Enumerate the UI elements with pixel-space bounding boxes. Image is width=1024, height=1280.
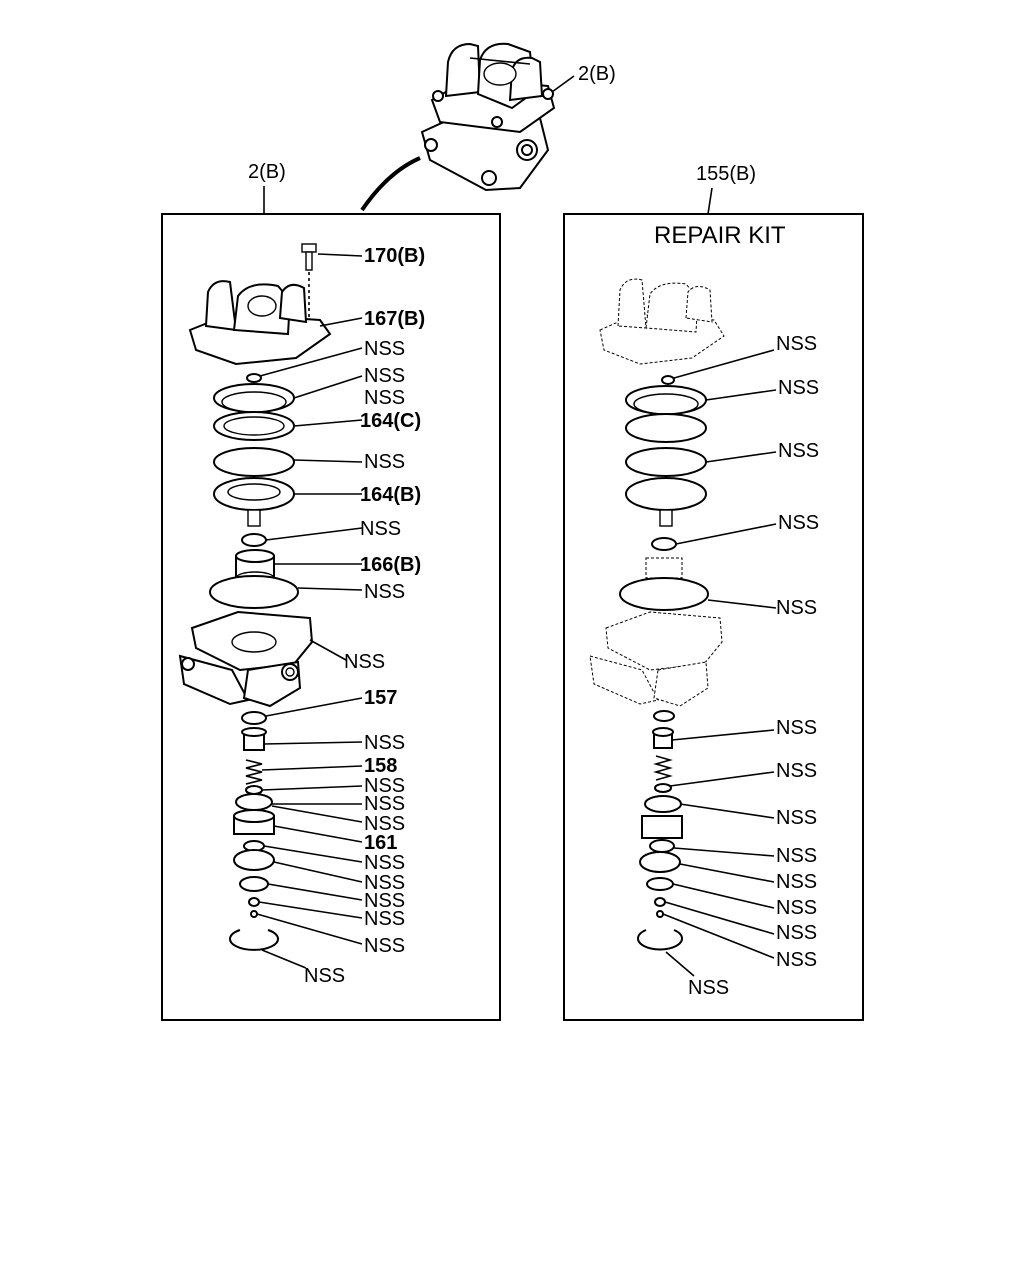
valve-assembly-illustration	[360, 42, 556, 212]
callout-nss: NSS	[776, 949, 817, 971]
callout-nss: NSS	[364, 908, 405, 930]
callout-nss: NSS	[364, 872, 405, 894]
callout-164b: 164(B)	[360, 484, 421, 506]
callout-nss: NSS	[364, 793, 405, 815]
callout-nss: NSS	[778, 440, 819, 462]
callout-nss: NSS	[364, 581, 405, 603]
callout-nss: NSS	[364, 852, 405, 874]
right-callouts: NSS NSS NSS NSS NSS NSS NSS NSS NSS NSS …	[688, 333, 819, 999]
callout-nss: NSS	[364, 813, 405, 835]
callout-158: 158	[364, 755, 397, 777]
repair-kit-title: REPAIR KIT	[654, 222, 786, 249]
callout-nss: NSS	[776, 333, 817, 355]
right-panel-frame	[563, 213, 864, 1021]
callout-nss: NSS	[360, 518, 401, 540]
leader-line	[551, 75, 575, 93]
callout-nss: NSS	[364, 935, 405, 957]
callout-nss: NSS	[776, 897, 817, 919]
assembly-label: 2(B)	[578, 63, 616, 85]
callout-nss: NSS	[776, 760, 817, 782]
callout-nss: NSS	[364, 387, 405, 409]
callout-nss: NSS	[776, 717, 817, 739]
callout-nss: NSS	[776, 597, 817, 619]
callout-nss: NSS	[776, 807, 817, 829]
right-exploded-parts	[589, 278, 725, 951]
callout-161: 161	[364, 832, 397, 854]
callout-nss: NSS	[776, 871, 817, 893]
callout-157: 157	[364, 687, 397, 709]
left-exploded-parts	[178, 243, 332, 951]
left-leader-lines	[256, 253, 363, 969]
callout-167b: 167(B)	[364, 308, 425, 330]
callout-nss: NSS	[344, 651, 385, 673]
left-callouts: 170(B) 167(B) NSS NSS NSS 164(C) NSS 164…	[304, 245, 425, 987]
callout-nss: NSS	[778, 377, 819, 399]
header-leader	[707, 187, 713, 215]
left-panel-frame	[161, 213, 501, 1021]
callout-nss: NSS	[364, 890, 405, 912]
callout-nss: NSS	[304, 965, 345, 987]
right-leader-lines	[662, 349, 777, 977]
callout-nss: NSS	[776, 845, 817, 867]
callout-nss: NSS	[364, 365, 405, 387]
callout-nss: NSS	[778, 512, 819, 534]
callout-164c: 164(C)	[360, 410, 421, 432]
callout-166b: 166(B)	[360, 554, 421, 576]
callout-nss: NSS	[364, 775, 405, 797]
callout-nss: NSS	[688, 977, 729, 999]
callout-nss: NSS	[776, 922, 817, 944]
callout-nss: NSS	[364, 451, 405, 473]
left-panel-header: 2(B)	[248, 161, 286, 183]
right-panel-header: 155(B)	[696, 163, 756, 185]
callout-nss: NSS	[364, 732, 405, 754]
callout-nss: NSS	[364, 338, 405, 360]
callout-170b: 170(B)	[364, 245, 425, 267]
